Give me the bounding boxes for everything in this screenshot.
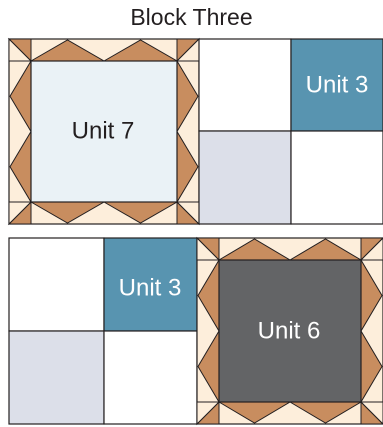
plain-white-cell-2	[291, 131, 383, 224]
unit-6-label: Unit 6	[258, 318, 321, 345]
lavender-cell	[199, 131, 291, 224]
plain-white-cell-3	[9, 238, 104, 331]
plain-white-cell-4	[104, 331, 197, 424]
lavender-cell-2	[9, 331, 104, 424]
top-row: Unit 7 Unit 3	[9, 39, 383, 224]
unit-3-bottom-label: Unit 3	[119, 275, 182, 302]
unit-7-label: Unit 7	[72, 118, 135, 145]
bottom-row: Unit 3 Unit 6	[9, 238, 383, 424]
plain-white-cell	[199, 39, 291, 131]
unit-3-top-label: Unit 3	[306, 72, 369, 99]
